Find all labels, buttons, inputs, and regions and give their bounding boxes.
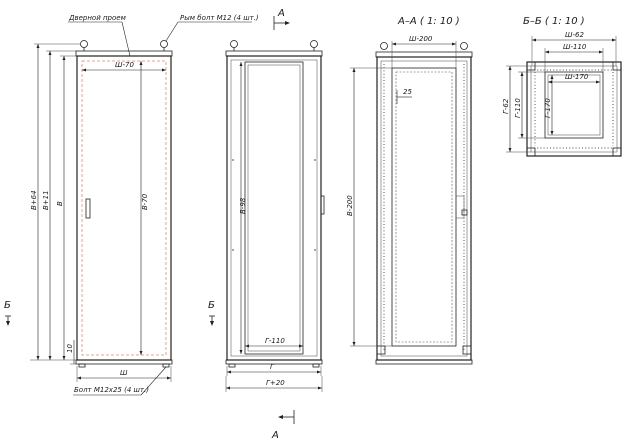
callout-door-opening: Дверной проем (68, 14, 131, 57)
dim-aa-width: Ш-200 (391, 35, 457, 68)
section-bb-title: Б–Б ( 1: 10 ) (523, 16, 585, 27)
section-mark-b-right-text: Б (208, 300, 215, 311)
dim-height-plus-11-text: В+11 (42, 190, 50, 210)
section-mark-b-left-text: Б (4, 300, 11, 311)
eye-bolt-right (160, 40, 168, 51)
callout-door-opening-text: Дверной проем (68, 14, 127, 22)
dim-aa-height-text: В-200 (346, 195, 354, 216)
dim-bb-w62-text: Ш-62 (565, 31, 584, 39)
dim-bb-w62: Ш-62 (531, 31, 617, 66)
dim-bb-d62-text: Г-62 (502, 98, 510, 114)
section-bb-inner (544, 71, 604, 139)
dim-front-height-door-text: В-70 (141, 193, 149, 210)
callout-bolt: Болт М12х25 (4 шт.) (73, 366, 167, 396)
dim-bb-d110: Г-110 (514, 71, 545, 139)
dim-aa-offset-text: 25 (403, 88, 412, 96)
front-view: Дверной проем Рым болт М12 (4 шт.) Болт … (4, 14, 259, 396)
dim-height-text: В (56, 201, 64, 206)
dim-aa-height: В-200 (346, 67, 392, 347)
dim-front-height-door: В-70 (139, 61, 149, 355)
dim-height-plus-11: В+11 (42, 50, 76, 360)
dim-front-width-inner: Ш-70 (82, 61, 166, 72)
frame-inner-opening (244, 61, 304, 355)
callout-bolt-text: Болт М12х25 (4 шт.) (74, 386, 149, 394)
dim-bb-d170-text: Г-170 (544, 98, 552, 118)
section-aa-body (376, 56, 472, 361)
dim-bb-d110-text: Г-110 (514, 98, 522, 118)
section-mark-a-bottom: А (271, 410, 295, 441)
dim-frame-inner-depth-text: Г-110 (265, 337, 285, 345)
frame-view: А В-98 (208, 8, 325, 441)
dim-frame-inner-depth: Г-110 (245, 337, 303, 348)
dim-aa-offset: 25 (396, 88, 412, 104)
callout-eye-bolt-text: Рым болт М12 (4 шт.) (180, 14, 259, 22)
section-bb-view: Б–Б ( 1: 10 ) Ш-62 (502, 16, 622, 157)
dim-height: В (56, 55, 77, 360)
dim-frame-depth: Г (226, 363, 322, 376)
dim-total-height-text: В+64 (30, 190, 38, 210)
callout-eye-bolt: Рым болт М12 (4 шт.) (165, 14, 259, 42)
section-mark-b-left: Б (4, 300, 11, 326)
dim-front-width-inner-text: Ш-70 (115, 61, 134, 69)
dim-bb-d62: Г-62 (502, 65, 531, 153)
plinth (75, 359, 173, 365)
foot-left (78, 363, 86, 368)
door-opening-outline (81, 60, 167, 356)
dim-frame-depth-total: Г+20 (225, 376, 323, 392)
section-mark-a-top-text: А (277, 8, 285, 19)
dim-front-width: Ш (76, 366, 172, 382)
dim-frame-inner-height: В-98 (239, 62, 247, 354)
section-mark-b-right: Б (208, 300, 215, 326)
dim-bottom-10-text: 10 (66, 344, 74, 353)
section-mark-a-top: А (273, 8, 290, 30)
section-aa-view: А–А ( 1: 10 ) Ш-200 25 (346, 16, 473, 365)
dim-frame-depth-total-text: Г+20 (266, 379, 285, 387)
door-handle (85, 198, 91, 219)
dim-bb-w170-text: Ш-170 (565, 73, 589, 81)
cabinet-body (76, 55, 172, 361)
section-bb-outer (526, 61, 622, 157)
dim-bb-w170: Ш-170 (548, 73, 600, 84)
section-mark-a-bottom-text: А (271, 430, 279, 441)
eye-bolt-left (80, 40, 88, 51)
frame-top-cap (225, 50, 323, 57)
dim-frame-inner-height-text: В-98 (239, 197, 247, 214)
foot-right (162, 363, 170, 368)
section-aa-title: А–А ( 1: 10 ) (397, 16, 460, 27)
dim-bb-w110: Ш-110 (544, 43, 604, 72)
dim-frame-depth-text: Г (270, 363, 275, 371)
dim-bb-d170: Г-170 (544, 75, 554, 135)
top-cap (75, 50, 173, 57)
dim-bb-w110-text: Ш-110 (563, 43, 587, 51)
dim-bottom-10: 10 (30, 340, 76, 365)
dim-total-height: В+64 (30, 43, 80, 360)
mounting-panel (391, 67, 457, 347)
dim-front-width-text: Ш (120, 369, 128, 377)
dim-aa-width-text: Ш-200 (409, 35, 433, 43)
